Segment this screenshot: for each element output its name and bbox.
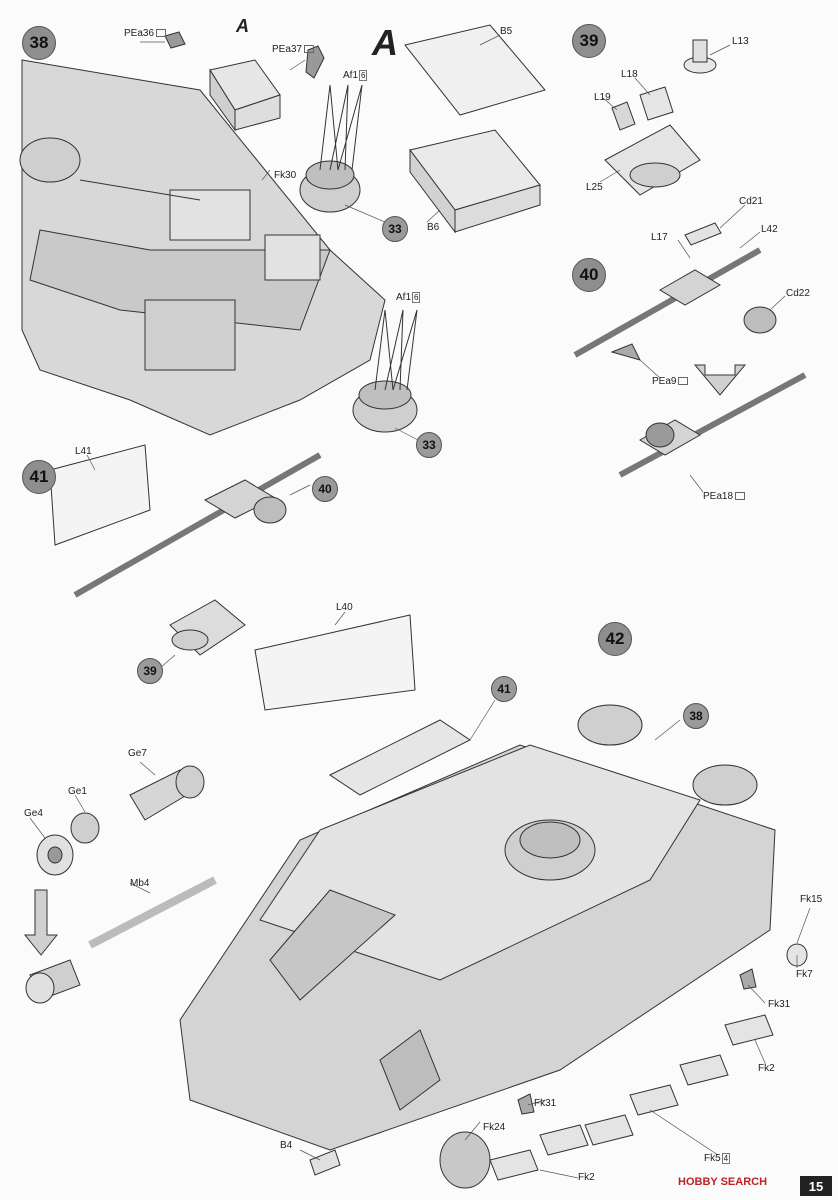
step-41: 41 <box>22 460 56 494</box>
part-l42: L42 <box>761 224 778 235</box>
quantity-badge: 6 <box>412 292 421 303</box>
part-fk31-left: Fk31 <box>534 1098 557 1109</box>
part-fk30: Fk30 <box>274 170 297 181</box>
part-l40: L40 <box>336 602 353 613</box>
photo-etch-icon <box>156 29 167 38</box>
part-ge1: Ge1 <box>68 786 87 797</box>
part-b5: B5 <box>500 26 513 37</box>
box-b5-b6-drawing <box>404 24 546 234</box>
part-l19: L19 <box>594 92 611 103</box>
step-38: 38 <box>22 26 56 60</box>
step-40: 40 <box>572 258 606 292</box>
part-mb4: Mb4 <box>130 878 150 889</box>
part-pea36: PEa36 <box>124 28 167 39</box>
part-fk31-right: Fk31 <box>768 999 791 1010</box>
photo-etch-icon <box>735 492 746 501</box>
part-fk2-right: Fk2 <box>758 1063 775 1074</box>
periscope-upper-drawing <box>299 84 363 213</box>
hull-42-drawing <box>179 704 776 1189</box>
ref-33-lower: 33 <box>416 432 442 458</box>
part-l17: L17 <box>651 232 668 243</box>
part-pea9: PEa9 <box>652 376 689 387</box>
step-39: 39 <box>572 24 606 58</box>
ref-38: 38 <box>683 703 709 729</box>
storage-box-a-drawing <box>164 31 325 132</box>
part-ge4: Ge4 <box>24 808 43 819</box>
photo-etch-icon <box>304 45 315 54</box>
subassembly-a-small: A <box>236 16 249 36</box>
part-b4: B4 <box>280 1140 293 1151</box>
part-fk2-bottom: Fk2 <box>578 1172 595 1183</box>
suspension-arms-drawing <box>489 943 808 1181</box>
part-l41: L41 <box>75 446 92 457</box>
rear-hull-drawing <box>19 59 386 436</box>
part-b6: B6 <box>427 222 440 233</box>
part-fk24: Fk24 <box>483 1122 506 1133</box>
sprocket-hub-parts-drawing <box>23 765 217 1004</box>
watermark: HOBBY SEARCH <box>678 1176 768 1188</box>
gun-shield-41-drawing <box>49 444 416 711</box>
page-number: 15 <box>800 1176 832 1196</box>
ref-40: 40 <box>312 476 338 502</box>
part-cd22: Cd22 <box>786 288 810 299</box>
periscope-lower-drawing <box>352 309 418 433</box>
part-l25: L25 <box>586 182 603 193</box>
part-l18: L18 <box>621 69 638 80</box>
ref-39: 39 <box>137 658 163 684</box>
quantity-badge: 4 <box>721 1153 731 1164</box>
step-42: 42 <box>598 622 632 656</box>
quantity-badge: 6 <box>359 70 368 81</box>
gun-40-drawing <box>573 222 807 478</box>
subassembly-a-large: A <box>372 22 398 63</box>
part-fk15: Fk15 <box>800 894 823 905</box>
part-pea37: PEa37 <box>272 44 315 55</box>
part-fk7: Fk7 <box>796 969 813 980</box>
photo-etch-icon <box>678 377 689 386</box>
gun-mount-39-drawing <box>604 39 717 196</box>
part-ge7: Ge7 <box>128 748 147 759</box>
part-pea18: PEa18 <box>703 491 746 502</box>
ref-33-upper: 33 <box>382 216 408 242</box>
part-l13: L13 <box>732 36 749 47</box>
ref-41: 41 <box>491 676 517 702</box>
part-cd21: Cd21 <box>739 196 763 207</box>
